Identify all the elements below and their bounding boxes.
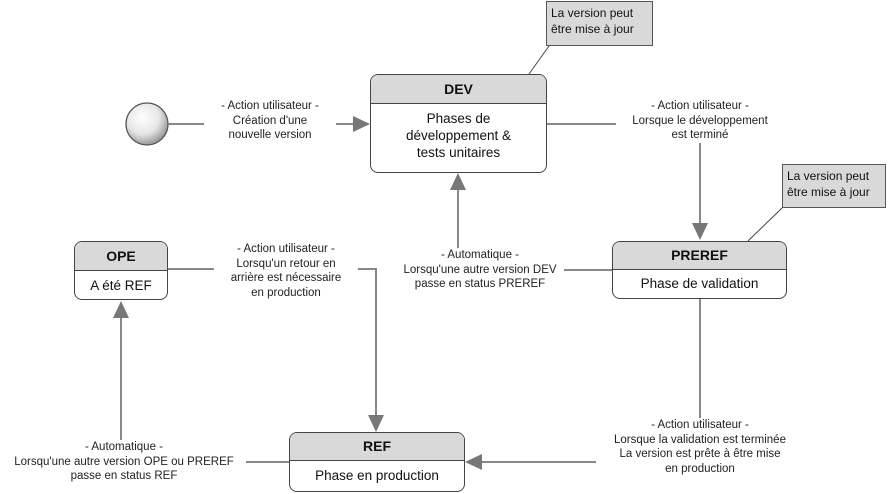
- state-preref-body: Phase de validation: [640, 276, 759, 291]
- label-line: Lorsque la validation est terminée: [614, 433, 786, 446]
- state-dev: DEV Phases de développement & tests unit…: [370, 74, 547, 173]
- label-preref-to-dev: - Automatique - Lorsqu'une autre version…: [396, 248, 564, 292]
- label-line: en production: [251, 286, 321, 299]
- state-dev-body: Phases de développement & tests unitaire…: [371, 104, 546, 161]
- state-dev-title: DEV: [371, 75, 546, 104]
- note-preref-line: être mise à jour: [787, 185, 870, 199]
- label-ope-to-ref: - Action utilisateur - Lorsqu'un retour …: [214, 242, 358, 300]
- label-line: - Automatique -: [441, 249, 519, 261]
- arrowhead-start-to-dev: [353, 116, 370, 132]
- label-line: Lorsqu'un retour en: [236, 257, 336, 270]
- label-ref-to-ope: - Automatique - Lorsqu'une autre version…: [2, 440, 246, 484]
- note-preref: La version peut être mise à jour: [782, 164, 886, 208]
- arrowhead-ref-to-ope: [113, 301, 129, 318]
- state-ref-title: REF: [290, 433, 464, 461]
- note-dev-line: être mise à jour: [551, 22, 634, 36]
- state-dev-body-line: Phases de: [426, 111, 491, 126]
- state-ope-body: A été REF: [90, 278, 152, 293]
- state-dev-body-line: tests unitaires: [416, 145, 501, 160]
- state-ope: OPE A été REF: [74, 241, 168, 300]
- label-preref-to-ref: - Action utilisateur - Lorsque la valida…: [596, 418, 804, 476]
- arrowhead-preref-to-ref: [465, 454, 482, 470]
- state-ope-title: OPE: [75, 242, 167, 271]
- note-dev: La version peut être mise à jour: [546, 1, 653, 46]
- note-connector-preref: [747, 207, 783, 242]
- arrowhead-ope-to-ref: [368, 415, 384, 432]
- label-start-to-dev: - Action utilisateur - Création d'une no…: [204, 99, 336, 143]
- state-dev-body-line: développement &: [405, 128, 512, 143]
- label-line: - Automatique -: [85, 441, 163, 453]
- state-ref: REF Phase en production: [289, 432, 465, 492]
- label-line: - Action utilisateur -: [651, 419, 749, 431]
- state-preref-title: PREREF: [613, 242, 786, 270]
- state-ref-body: Phase en production: [315, 468, 439, 483]
- label-line: - Action utilisateur -: [221, 100, 319, 112]
- initial-state-node: [125, 102, 169, 146]
- label-line: nouvelle version: [228, 129, 312, 141]
- note-connector-dev: [528, 45, 550, 75]
- label-dev-to-preref: - Action utilisateur - Lorsque le dévelo…: [616, 99, 784, 143]
- label-line: passe en status REF: [70, 470, 178, 482]
- label-line: Lorsqu'une autre version DEV: [403, 263, 557, 276]
- label-line: Lorsque le développement: [632, 114, 768, 127]
- arrowhead-dev-to-preref: [692, 223, 708, 240]
- label-line: - Action utilisateur -: [237, 243, 335, 255]
- label-line: est terminé: [671, 129, 729, 141]
- note-preref-line: La version peut: [787, 169, 870, 183]
- note-dev-line: La version peut: [551, 6, 634, 20]
- label-line: La version est prête à être mise: [619, 448, 781, 460]
- label-line: arrière est nécessaire: [230, 272, 342, 284]
- label-line: - Action utilisateur -: [651, 100, 749, 112]
- label-line: en production: [665, 462, 735, 475]
- arrowhead-preref-to-dev: [450, 173, 466, 190]
- label-line: Lorsqu'une autre version OPE ou PREREF: [14, 455, 234, 468]
- label-line: Création d'une: [232, 114, 308, 127]
- state-preref: PREREF Phase de validation: [612, 241, 787, 299]
- label-line: passe en status PREREF: [414, 278, 546, 290]
